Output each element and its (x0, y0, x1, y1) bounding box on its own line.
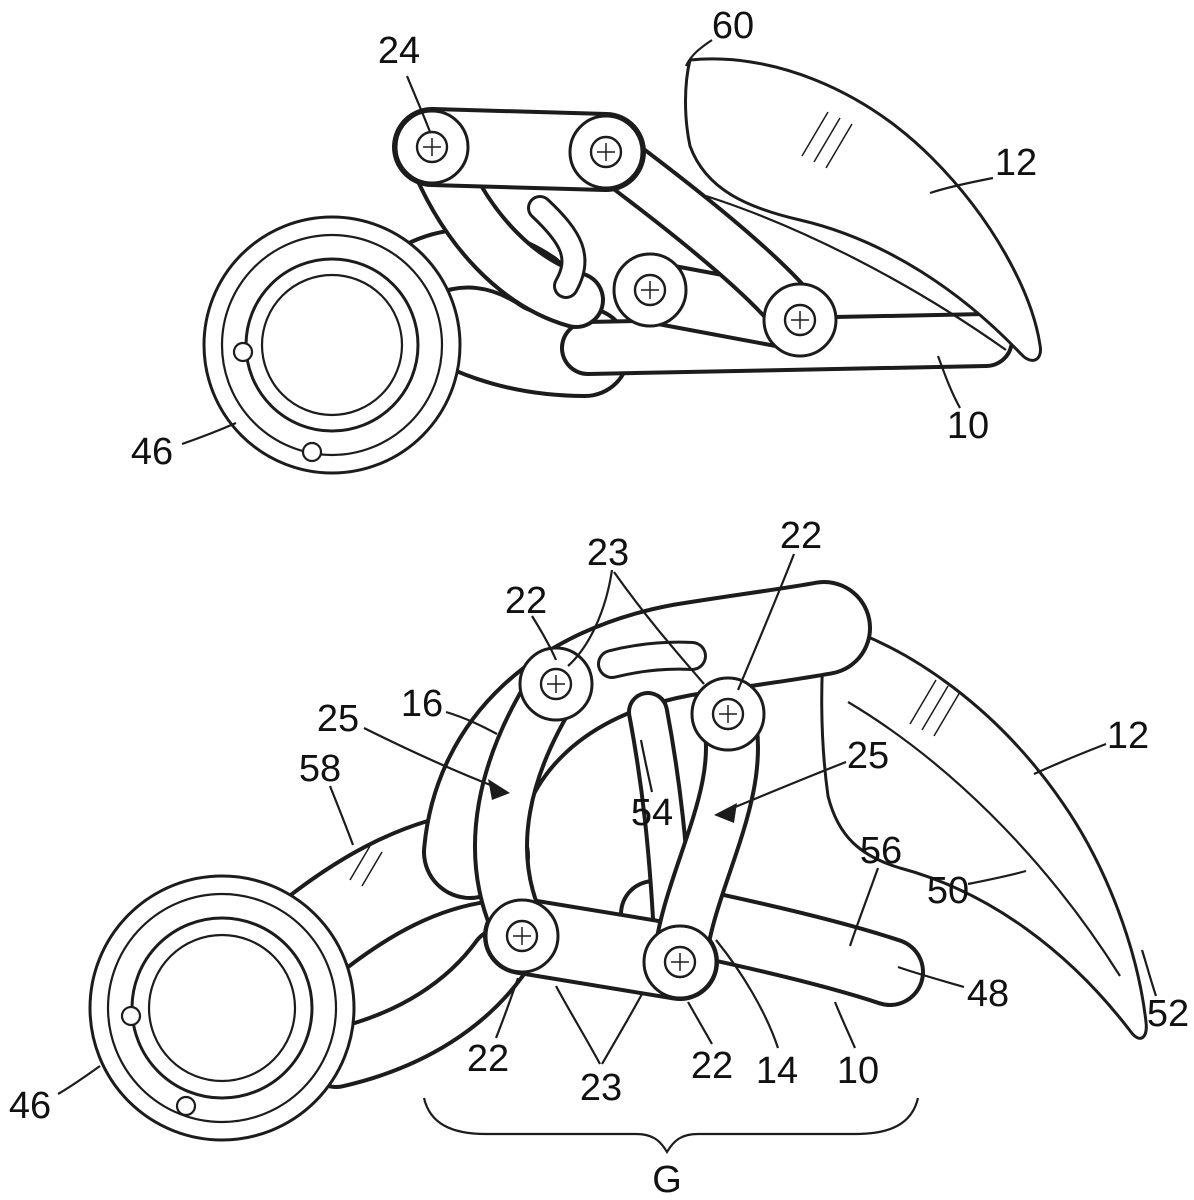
leader-22-top-right (736, 553, 796, 691)
leader-lines-bottom (57, 553, 1158, 1095)
ref-label-25-left: 25 (317, 698, 359, 740)
leader-10 (833, 1001, 857, 1049)
ref-label-10: 10 (947, 405, 989, 447)
ring-bore (244, 257, 420, 433)
ring-step (106, 892, 338, 1124)
ref-label-58: 58 (299, 748, 341, 790)
leader-12 (929, 176, 994, 195)
leader-23-bottom-a (555, 985, 601, 1065)
leader-22-top-left (531, 615, 558, 661)
group-brace (422, 1097, 920, 1155)
ref-label-22-top-right: 22 (780, 515, 822, 557)
screw-hole (120, 1005, 142, 1027)
ref-label-54: 54 (631, 792, 673, 834)
pivot-pin (394, 109, 470, 185)
surface-hatch-marks (349, 845, 383, 887)
plate-slot-core (530, 198, 584, 296)
pivot-pin (612, 252, 688, 328)
blade-outline (820, 620, 1148, 1040)
handle-belly-core (309, 931, 527, 1085)
ref-label-22-bottom-mid: 22 (691, 1045, 733, 1087)
leader-23-bottom-b (601, 993, 643, 1065)
ring-bore (130, 916, 314, 1100)
ref-label-G: G (652, 1159, 682, 1200)
blade (820, 620, 1148, 1040)
ref-label-46: 46 (9, 1085, 51, 1127)
link-left-core (477, 660, 580, 958)
ref-label-56: 56 (860, 830, 902, 872)
ref-label-23-bottom: 23 (580, 1067, 622, 1109)
finger-ring (88, 874, 356, 1142)
leader-25-right (727, 760, 847, 812)
ref-label-46: 46 (131, 431, 173, 473)
leader-lines-top (181, 39, 994, 446)
ref-label-48: 48 (967, 973, 1009, 1015)
ref-label-12: 12 (995, 142, 1037, 184)
ref-label-22-bottom-left: 22 (467, 1038, 509, 1080)
screw-hole (175, 1095, 197, 1117)
finger-ring (202, 215, 462, 475)
arrowhead-25-left (488, 779, 510, 800)
arrowhead-25-right (714, 803, 737, 823)
ref-label-24: 24 (378, 30, 420, 72)
screw-hole (301, 441, 323, 463)
ref-label-14: 14 (756, 1050, 798, 1092)
leader-50 (967, 869, 1027, 886)
leader-52 (1140, 949, 1158, 997)
leader-14 (715, 939, 780, 1049)
leader-46 (181, 421, 237, 446)
leader-60 (684, 39, 713, 67)
leader-10 (936, 355, 961, 409)
ref-label-16: 16 (401, 683, 443, 725)
pivot-pin (762, 282, 838, 358)
surface-hatch-marks (909, 679, 961, 737)
ref-label-25-right: 25 (847, 735, 889, 777)
blade (684, 57, 1042, 362)
plate-slot-core (600, 643, 704, 676)
leader-22-bottom-mid (687, 1001, 713, 1045)
leader-12 (1033, 742, 1107, 776)
leader-23-top-a (567, 569, 614, 667)
ref-label-60: 60 (712, 5, 754, 47)
blade-outline (684, 57, 1042, 362)
ref-label-22-top-left: 22 (505, 580, 547, 622)
leader-48 (897, 965, 965, 989)
leader-46 (57, 1065, 101, 1095)
leader-16 (445, 710, 498, 735)
ref-label-50: 50 (927, 870, 969, 912)
leader-25-left (363, 727, 499, 790)
screw-hole (232, 341, 254, 363)
leader-24 (405, 75, 432, 133)
pivot-pin (484, 898, 560, 974)
blade-grind-line (705, 194, 1007, 351)
ref-label-10: 10 (837, 1050, 879, 1092)
ref-label-52: 52 (1147, 993, 1189, 1035)
leader-58 (328, 785, 355, 846)
ring-bore-inner (147, 933, 297, 1083)
ref-label-12: 12 (1107, 715, 1149, 757)
surface-hatch-marks (801, 111, 853, 169)
ring-bore-inner (260, 273, 404, 417)
figure-bottom-open-view: 22 23 22 25 16 58 54 25 12 56 50 48 52 2… (9, 515, 1189, 1200)
pivot-pin (642, 924, 718, 1000)
pivot-pin (568, 114, 644, 190)
ring-step (220, 233, 444, 457)
leader-56 (848, 867, 880, 947)
pivot-pin (690, 676, 766, 752)
leader-22-bottom-left (494, 977, 520, 1039)
blade-grind-line (847, 701, 1121, 977)
leader-23-top-b (613, 571, 705, 685)
leader-54 (639, 739, 654, 793)
figure-top-closed-view: 24 60 12 10 46 (131, 5, 1042, 475)
ref-label-23-top: 23 (587, 532, 629, 574)
